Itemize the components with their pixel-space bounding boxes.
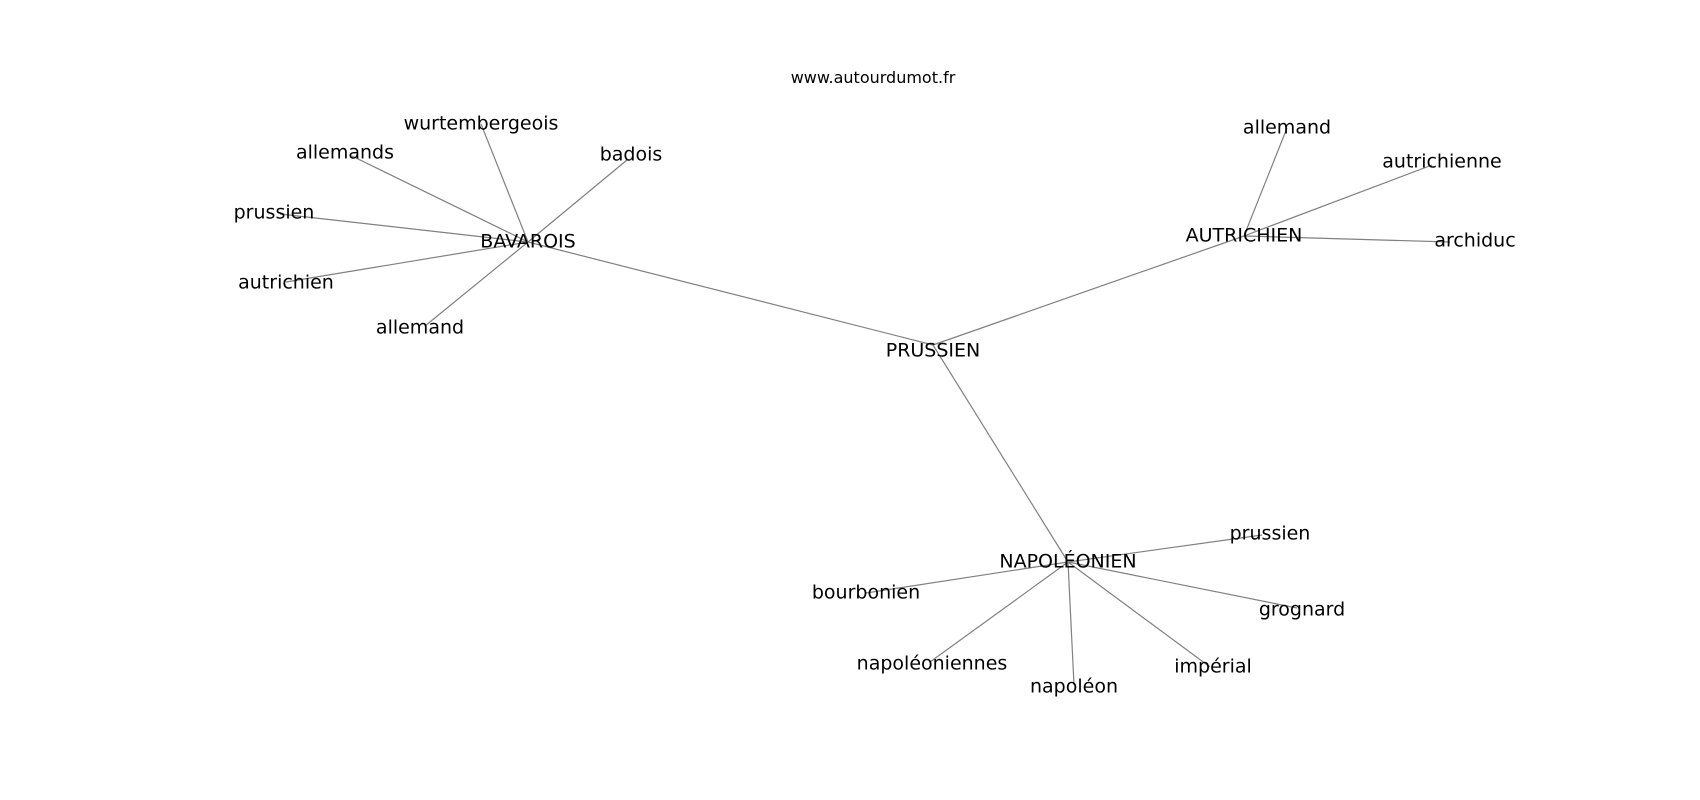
edge-hub-to-leaf bbox=[1067, 561, 1075, 686]
edge-hub-to-leaf bbox=[1067, 561, 1211, 668]
edge-hub-to-leaf bbox=[1067, 561, 1298, 609]
node-labels: PRUSSIEN BAVAROIS wurtembergeois allemands b… bbox=[234, 113, 1516, 698]
leaf-node-label[interactable]: autrichienne bbox=[1382, 151, 1501, 173]
leaf-node-label[interactable]: napoléoniennes bbox=[857, 653, 1008, 675]
edge-hub-to-leaf bbox=[351, 155, 529, 243]
edge-hub-to-leaf bbox=[1243, 164, 1433, 237]
leaf-node-label[interactable]: napoléon bbox=[1030, 676, 1118, 698]
leaf-node-label[interactable]: impérial bbox=[1174, 656, 1252, 678]
edge-hub-to-leaf bbox=[527, 159, 628, 243]
hub-node-label[interactable]: BAVAROIS bbox=[480, 231, 575, 253]
leaf-node-label[interactable]: allemand bbox=[1243, 117, 1331, 139]
watermark-url: www.autourdumot.fr bbox=[791, 68, 956, 87]
edge-hub-to-leaf bbox=[1243, 127, 1288, 237]
edge-hub-to-leaf bbox=[424, 241, 529, 327]
edge-hub-to-leaf bbox=[865, 561, 1069, 594]
leaf-node-label[interactable]: allemand bbox=[376, 317, 464, 339]
edge-hub-to-leaf bbox=[1067, 534, 1263, 563]
edge-hub-to-leaf bbox=[1243, 235, 1451, 243]
edge-hub-to-leaf bbox=[285, 241, 529, 283]
center-node-label[interactable]: PRUSSIEN bbox=[886, 340, 981, 362]
leaf-node-label[interactable]: autrichien bbox=[238, 272, 334, 294]
edge-hub-to-leaf bbox=[929, 561, 1069, 663]
hub-node-label[interactable]: NAPOLÉONIEN bbox=[999, 550, 1136, 573]
leaf-node-label[interactable]: archiduc bbox=[1434, 230, 1515, 252]
leaf-node-label[interactable]: grognard bbox=[1259, 599, 1345, 621]
leaf-node-label[interactable]: prussien bbox=[1230, 523, 1311, 545]
edge-hub-to-leaf bbox=[480, 123, 529, 243]
leaf-node-label[interactable]: badois bbox=[600, 144, 663, 166]
edge-center-to-hub bbox=[527, 241, 934, 346]
edges bbox=[279, 123, 1451, 686]
edge-center-to-hub bbox=[932, 344, 1069, 563]
hub-node-label[interactable]: AUTRICHIEN bbox=[1186, 225, 1303, 247]
edge-center-to-hub bbox=[932, 235, 1245, 346]
leaf-node-label[interactable]: wurtembergeois bbox=[404, 113, 559, 135]
leaf-node-label[interactable]: prussien bbox=[234, 202, 315, 224]
leaf-node-label[interactable]: bourbonien bbox=[812, 582, 920, 604]
leaf-node-label[interactable]: allemands bbox=[296, 142, 394, 164]
edge-hub-to-leaf bbox=[279, 213, 529, 243]
